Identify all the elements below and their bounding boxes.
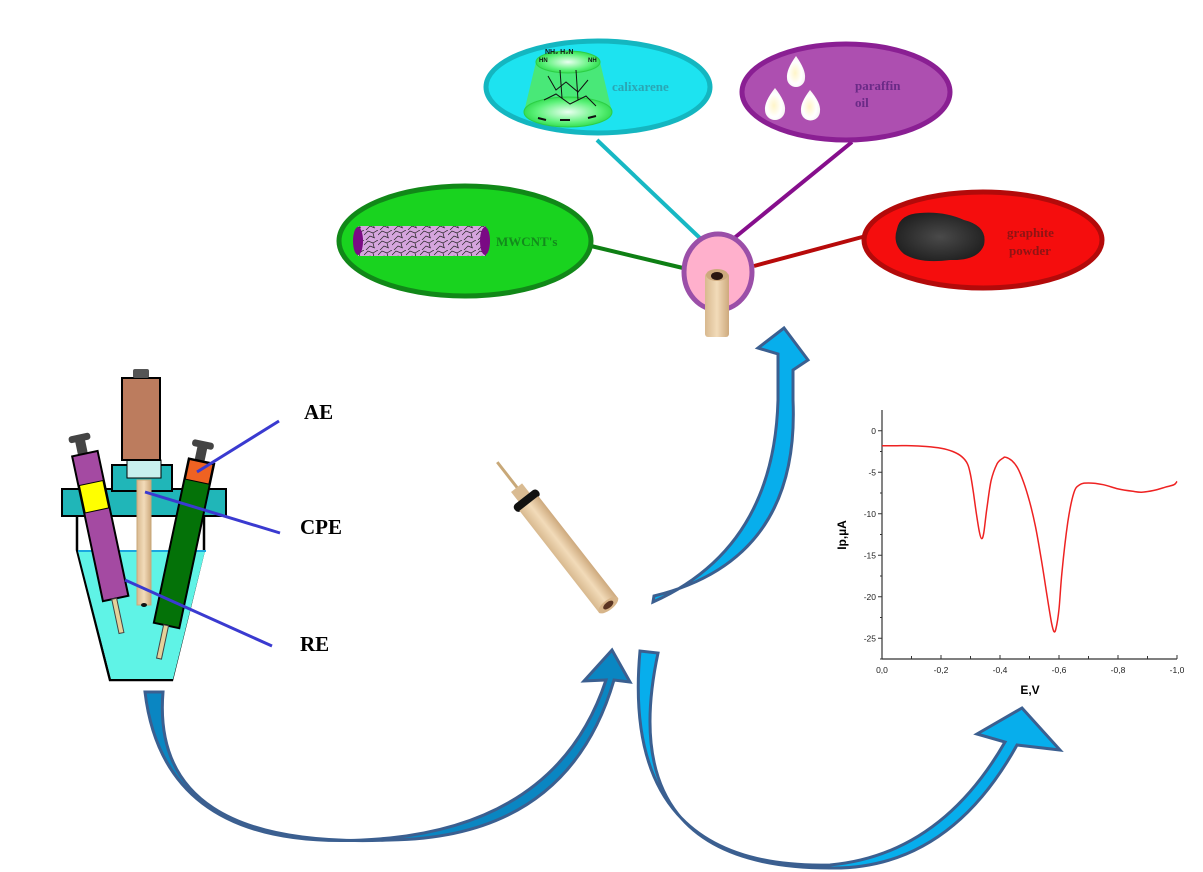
paraffin-oil-label-line2: oil — [855, 95, 869, 110]
chart-x-axis-label: E,V — [1020, 683, 1039, 697]
graphite-powder-label-line1: graphite — [1007, 225, 1054, 240]
chart-y-axis-label: Ip,µA — [835, 520, 849, 550]
connector-lines — [590, 138, 867, 270]
chart-x-tick-label: 0,0 — [876, 665, 888, 675]
mwcnt-label: MWCNT's — [496, 234, 557, 249]
chart-y-tick-label: -10 — [864, 509, 877, 519]
connector-paraffin-oil — [731, 140, 854, 241]
chart-y-tick-label: 0 — [871, 426, 876, 436]
calixarene-label: calixarene — [612, 79, 669, 94]
chart-y-tick-label: -25 — [864, 633, 877, 643]
chart-y-tick-label: -15 — [864, 550, 877, 560]
calixarene-bubble: NH₂ H₂N HN NH calixarene — [483, 38, 713, 136]
svg-text:HN: HN — [539, 58, 548, 64]
paraffin-oil-label-line1: paraffin — [855, 78, 901, 93]
chart-axes — [881, 410, 1177, 660]
graphite-powder-bubble: graphite powder — [861, 189, 1105, 291]
voltammogram-chart: 0,0 -0,2 -0,4 -0,6 -0,8 -1,0 0 -5 -10 -15 -20 -25 E… — [835, 410, 1185, 697]
chart-y-tick-label: -5 — [868, 467, 876, 477]
re-pointer-line — [124, 578, 273, 648]
arrow-electrode-to-voltammogram[interactable] — [636, 649, 1064, 870]
paraffin-oil-bubble: paraffin oil — [739, 41, 953, 143]
reference-electrode — [68, 432, 130, 635]
center-hub — [681, 231, 755, 337]
carbon-paste-electrode — [496, 461, 619, 614]
chart-x-tick-label: -0,8 — [1111, 665, 1126, 675]
graphite-powder-label-line2: powder — [1009, 243, 1051, 258]
cpe-top-block — [121, 377, 161, 461]
graphite-powder-icon — [895, 212, 985, 262]
chart-y-tick-label: -20 — [864, 592, 877, 602]
voltammogram-line — [882, 444, 1178, 633]
cpe-pointer-line — [144, 490, 281, 535]
electrochemical-cell: AE CPE RE — [61, 369, 342, 682]
ae-label: AE — [304, 400, 333, 424]
mwcnt-bubble: MWCNT's — [336, 183, 594, 299]
ae-pointer-line — [196, 419, 280, 474]
connector-mwcnt — [590, 244, 684, 270]
svg-text:NH: NH — [588, 58, 597, 64]
chart-x-tick-label: -0,4 — [993, 665, 1008, 675]
cpe-label: CPE — [300, 515, 342, 539]
svg-text:NH₂ H₂N: NH₂ H₂N — [545, 49, 573, 56]
arrow-cell-to-electrode[interactable] — [143, 647, 633, 843]
connector-graphite — [753, 234, 867, 268]
oil-drops-icon — [764, 56, 821, 121]
arrow-electrode-to-components[interactable] — [651, 325, 811, 605]
connector-calixarene — [595, 138, 705, 243]
chart-ticks: 0,0 -0,2 -0,4 -0,6 -0,8 -1,0 0 -5 -10 -15 -20 -25 — [864, 426, 1185, 675]
nanotube-icon — [353, 226, 490, 256]
chart-x-tick-label: -0,2 — [934, 665, 949, 675]
re-label: RE — [300, 632, 329, 656]
chart-x-tick-label: -0,6 — [1052, 665, 1067, 675]
cpe-connector — [126, 459, 162, 479]
chart-x-tick-label: -1,0 — [1170, 665, 1185, 675]
calixarene-molecule-icon: NH₂ H₂N HN NH — [523, 49, 613, 128]
electrode-tip-icon — [705, 269, 729, 337]
auxiliary-electrode — [152, 439, 216, 660]
